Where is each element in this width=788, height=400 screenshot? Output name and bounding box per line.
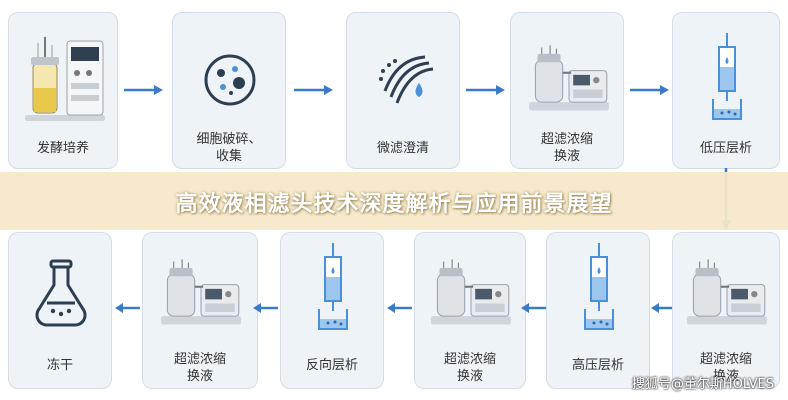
step-card-cell-disruption: 细胞破碎、 收集 [172, 12, 286, 169]
step-label: 低压层析 [699, 141, 752, 156]
step-label: 冻干 [46, 358, 73, 373]
step-card-ultrafiltration-4: 超滤浓缩 换液 [672, 232, 780, 389]
step-card-microfiltration: 微滤澄清 [346, 12, 460, 169]
ultrafiltration-machine-icon [429, 255, 513, 333]
arrow-left-icon [387, 303, 412, 313]
step-label: 高压层析 [571, 358, 624, 373]
arrow-right-icon [294, 85, 333, 95]
step-label: 发酵培养 [36, 141, 89, 156]
step-label: 超滤浓缩 换液 [699, 352, 752, 384]
freeze-dry-flask-icon [35, 259, 87, 335]
ultrafiltration-machine-icon [159, 255, 243, 333]
arrow-left-icon [651, 303, 674, 313]
step-card-low-pressure-chromatography: 低压层析 [672, 12, 780, 169]
step-label: 超滤浓缩 换液 [173, 352, 226, 384]
step-card-freeze-drying: 冻干 [8, 232, 112, 389]
step-card-ultrafiltration-2: 超滤浓缩 换液 [142, 232, 258, 389]
arrow-left-icon [521, 303, 546, 313]
title-banner: 高效液相滤头技术深度解析与应用前景展望 [0, 172, 788, 230]
step-label: 超滤浓缩 换液 [443, 352, 496, 384]
step-label: 超滤浓缩 换液 [540, 132, 593, 164]
step-card-fermentation: 发酵培养 [8, 12, 118, 169]
step-label: 微滤澄清 [376, 141, 429, 156]
step-card-ultrafiltration-3: 超滤浓缩 换液 [414, 232, 526, 389]
chromatography-column-icon [579, 241, 619, 339]
chromatography-column-icon [707, 31, 747, 129]
chromatography-column-icon [313, 241, 353, 339]
bioreactor-icon [23, 33, 107, 127]
step-label: 反向层析 [305, 358, 358, 373]
step-card-ultrafiltration: 超滤浓缩 换液 [510, 12, 624, 169]
step-label: 细胞破碎、 收集 [196, 132, 262, 164]
watermark: 搜狐号@董尔斯HOLVES [631, 377, 774, 392]
ultrafiltration-machine-icon [527, 41, 611, 119]
arrow-left-icon [253, 303, 278, 313]
cell-disruption-icon [203, 53, 257, 111]
arrow-right-icon [124, 85, 163, 95]
arrow-right-icon [630, 85, 669, 95]
ultrafiltration-machine-icon [685, 255, 769, 333]
arrow-left-icon [115, 303, 140, 313]
step-card-reverse-chromatography: 反向层析 [280, 232, 384, 389]
banner-title: 高效液相滤头技术深度解析与应用前景展望 [175, 192, 613, 217]
arrow-right-icon [466, 85, 505, 95]
step-card-high-pressure-chromatography: 高压层析 [546, 232, 650, 389]
microfiltration-icon [375, 49, 435, 113]
